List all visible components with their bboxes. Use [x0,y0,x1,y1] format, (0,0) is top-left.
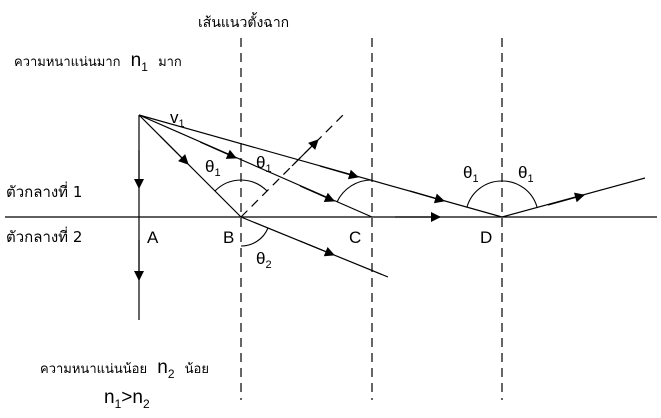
sparse-medium-label: ความหนาแน่นน้อย n2 น้อย [40,357,209,382]
normal-line-label: เส้นแนวตั้งฉาก [198,12,289,31]
point-d-label: D [480,228,492,247]
point-a-label: A [147,228,159,247]
point-c-label: C [349,228,361,247]
angle-arc-b-refraction [240,227,269,247]
point-b-label: B [223,228,234,247]
angle-arc-b-reflection [240,179,268,192]
theta1-b-reflection: θ1 [256,153,272,175]
theta1-b-incidence: θ1 [205,157,221,179]
angle-arc-d-reflection [501,180,538,208]
medium-2-label: ตัวกลางที่ 2 [6,226,82,246]
dense-medium-label: ความหนาแน่นมาก n1 มาก [14,50,182,75]
ray-to-b [138,114,242,218]
angle-arc-b-incidence [214,179,242,192]
theta2-b-refraction: θ2 [256,249,272,271]
ray-to-c-arrow [199,141,237,159]
angle-arc-d-incidence [466,180,503,208]
ray-to-c-arrow-2 [299,185,335,202]
refractive-index-relation: n1>n2 [104,387,150,411]
ray-to-d-arrow-2 [409,190,445,204]
theta1-d-reflection: θ1 [518,163,534,185]
reflected-ray-arrow [547,192,585,206]
medium-1-label: ตัวกลางที่ 1 [6,181,82,201]
angle-arc-c [336,179,373,203]
ray-to-b-arrow [159,135,189,165]
partial-reflected-ray-arrow [291,139,319,167]
partial-reflected-ray [240,112,346,218]
theta1-d-incidence: θ1 [463,163,479,185]
ray-to-d-arrow [319,165,359,180]
velocity-label: v1 [170,108,185,130]
refracted-ray-arrow [299,240,335,257]
